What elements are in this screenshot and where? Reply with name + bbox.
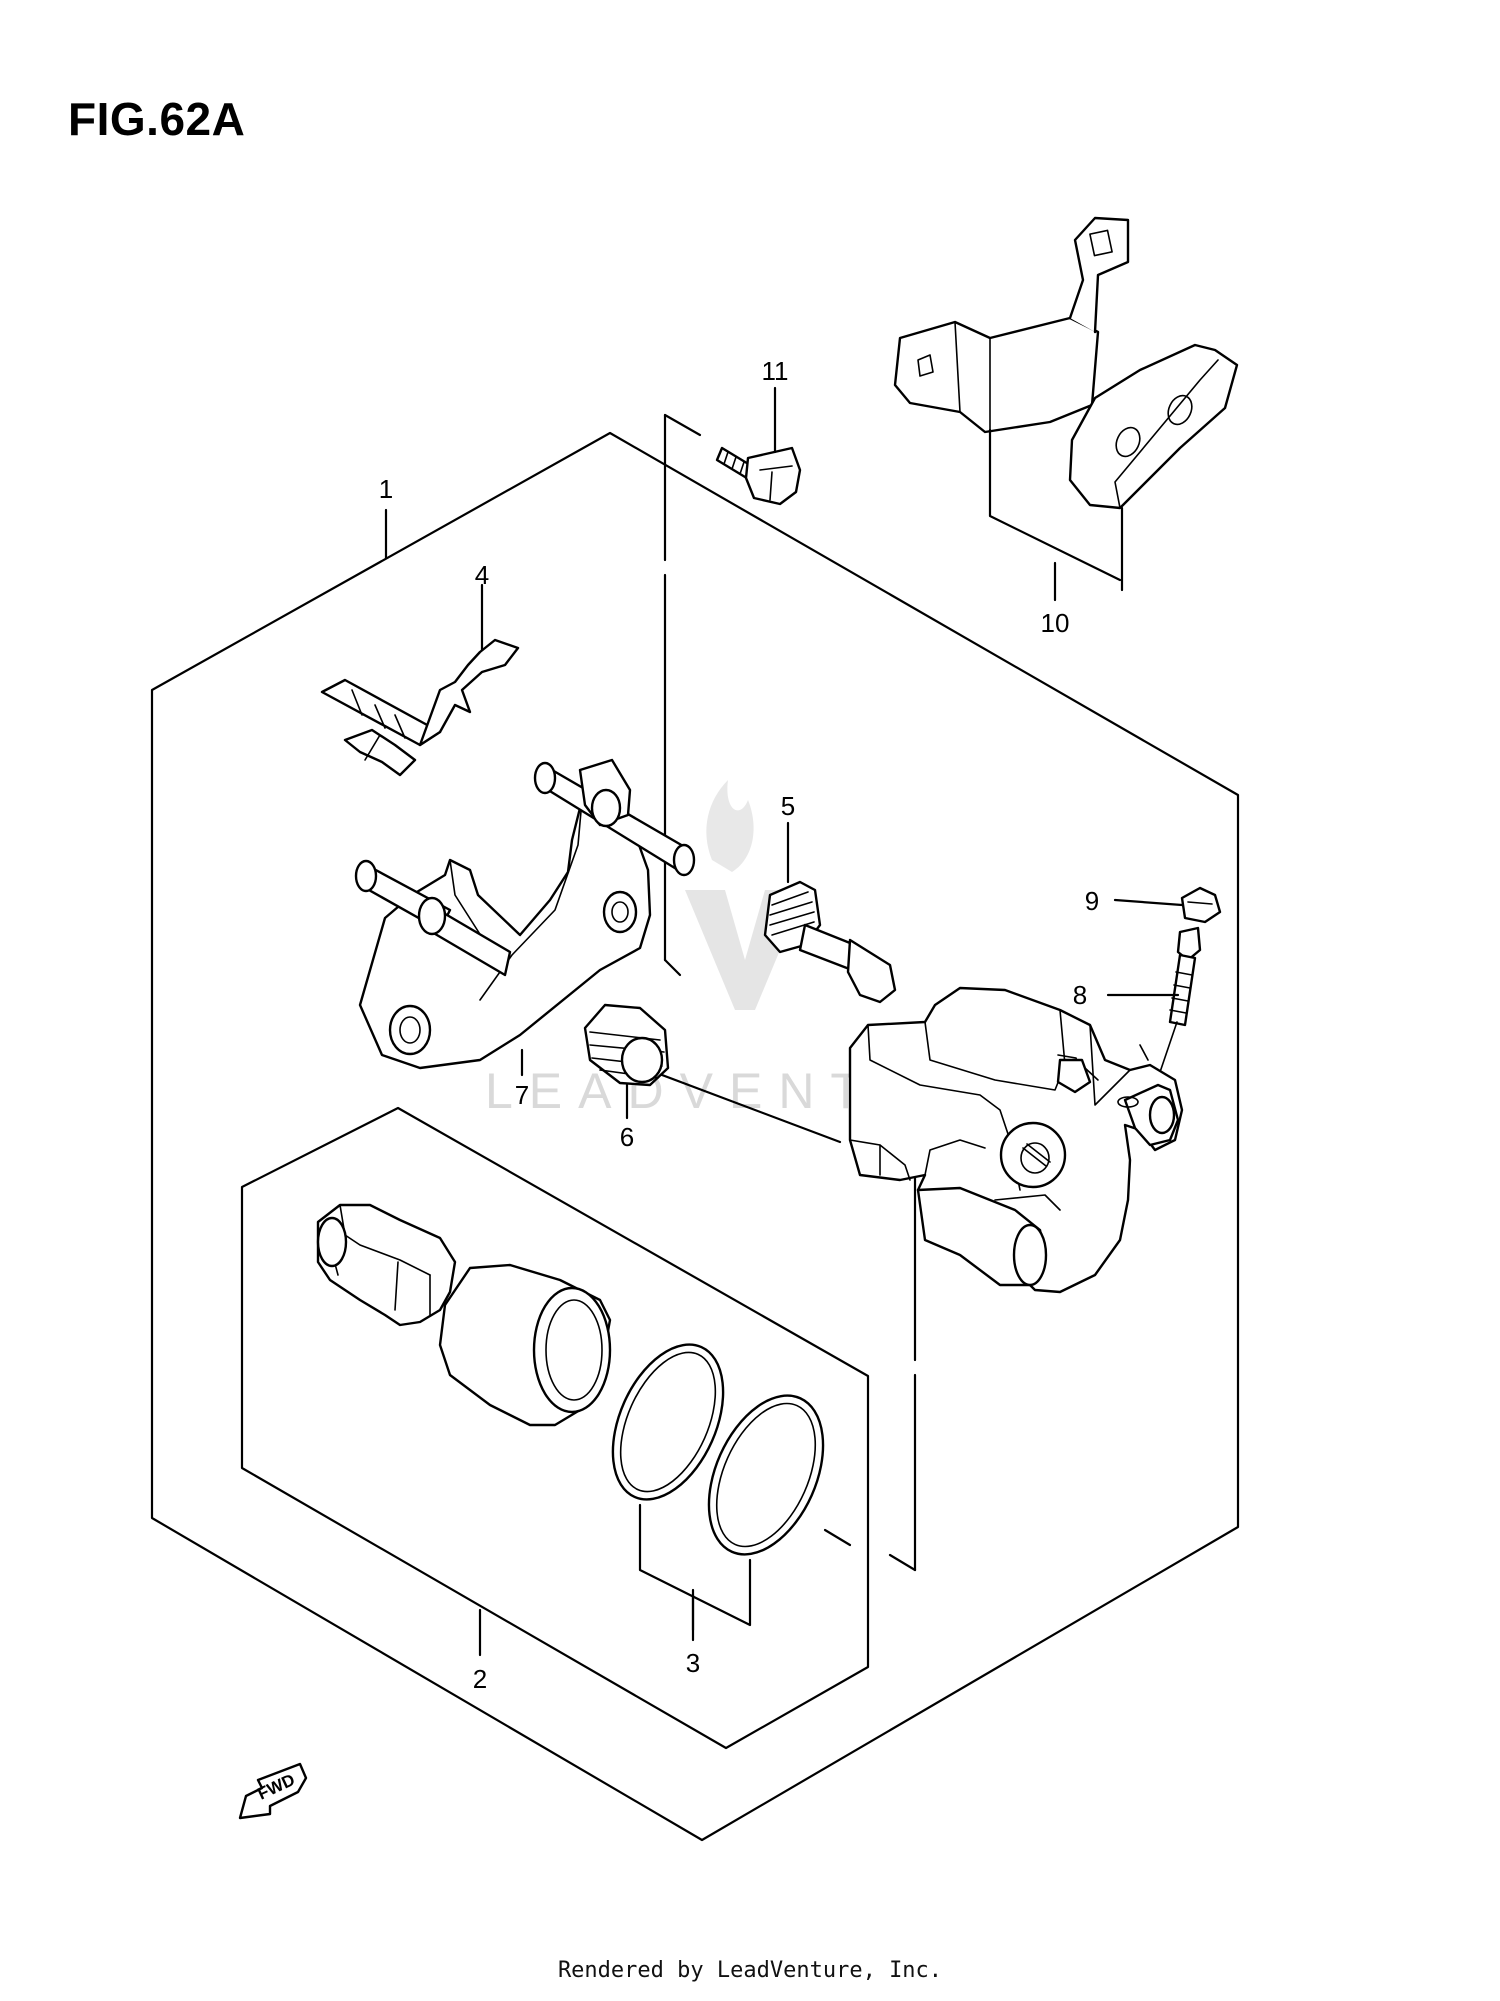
brake-pads-10 (893, 216, 1239, 592)
footer-credit: Rendered by LeadVenture, Inc. (557, 1958, 943, 1983)
leader-9 (1113, 898, 1184, 907)
bleeder-cap-9 (1180, 886, 1222, 924)
caliper-bracket-7 (354, 758, 696, 1070)
callout-7: 7 (515, 1080, 529, 1110)
callout-10: 10 (1041, 608, 1070, 638)
piston-seals-3 (611, 1343, 825, 1632)
callout-11: 11 (762, 356, 789, 386)
fwd-arrow-icon: FWD (238, 1762, 308, 1820)
outer-assembly-box (150, 431, 1240, 1842)
callout-6: 6 (620, 1122, 634, 1152)
figure-title: FIG.62A (68, 93, 246, 145)
callout-1: 1 (379, 474, 393, 504)
callout-8: 8 (1073, 980, 1087, 1010)
inner-kit-box (240, 1106, 870, 1750)
caliper-body (848, 986, 1184, 1294)
callout-labels: 1 2 3 4 5 6 7 8 9 10 11 (379, 356, 1099, 1694)
callout-3: 3 (686, 1648, 700, 1678)
piston-boot (316, 1203, 457, 1327)
piston (438, 1263, 612, 1427)
callout-2: 2 (473, 1664, 487, 1694)
slide-pin-5 (763, 880, 897, 1004)
callout-4: 4 (475, 560, 489, 590)
callout-9: 9 (1085, 886, 1099, 916)
bleeder-screw-8 (1157, 926, 1202, 1079)
dust-boot-6 (583, 1003, 670, 1087)
pad-spring-4 (320, 638, 520, 777)
bolt-11 (715, 446, 802, 506)
callout-5: 5 (781, 791, 795, 821)
